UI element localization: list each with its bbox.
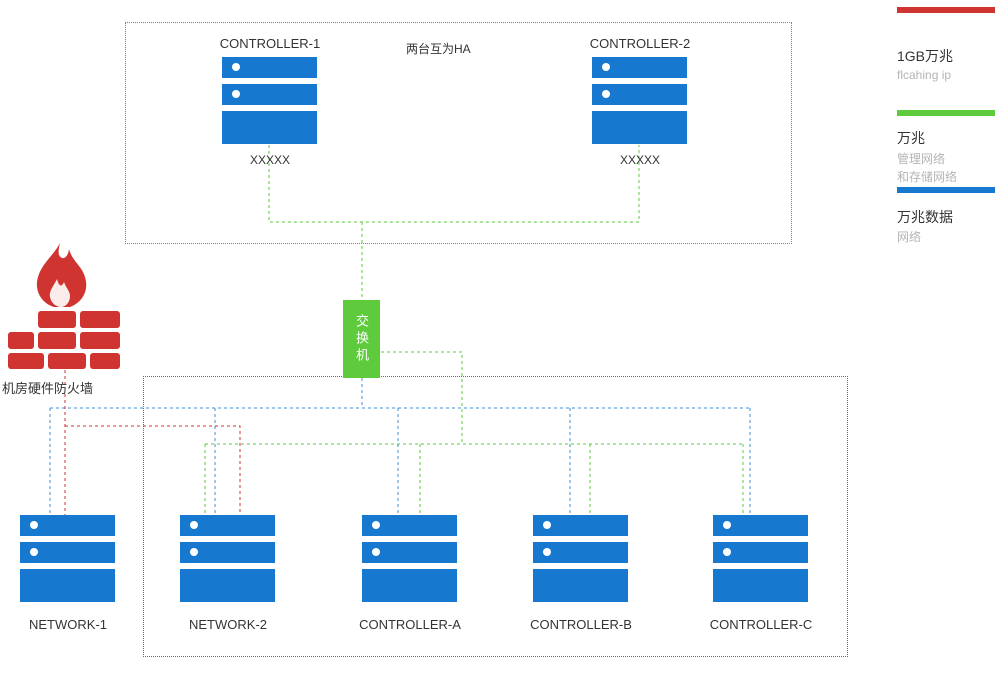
server-chassis bbox=[20, 569, 115, 602]
server-controller-c bbox=[713, 515, 808, 602]
server-network-2 bbox=[180, 515, 275, 602]
led-dot-icon bbox=[30, 521, 38, 529]
server-unit bbox=[20, 515, 115, 536]
server-label: CONTROLLER-1 bbox=[219, 36, 321, 51]
server-label: CONTROLLER-2 bbox=[589, 36, 691, 51]
led-dot-icon bbox=[723, 521, 731, 529]
server-network-1 bbox=[20, 515, 115, 602]
server-unit bbox=[362, 542, 457, 563]
server-label: NETWORK-2 bbox=[189, 617, 267, 632]
legend-swatch-red bbox=[897, 7, 995, 13]
server-unit bbox=[20, 542, 115, 563]
server-unit bbox=[713, 515, 808, 536]
ha-note: 两台互为HA bbox=[406, 42, 471, 56]
led-dot-icon bbox=[372, 548, 380, 556]
server-label: CONTROLLER-C bbox=[709, 617, 813, 632]
server-unit bbox=[533, 515, 628, 536]
server-chassis bbox=[713, 569, 808, 602]
led-dot-icon bbox=[602, 90, 610, 98]
server-unit bbox=[222, 57, 317, 78]
legend-swatch-green bbox=[897, 110, 995, 116]
server-controller-a bbox=[362, 515, 457, 602]
server-unit bbox=[222, 84, 317, 105]
led-dot-icon bbox=[602, 63, 610, 71]
firewall-label: 机房硬件防火墙 bbox=[2, 381, 94, 396]
server-controller-1 bbox=[222, 57, 317, 144]
cluster-group-box bbox=[143, 376, 848, 657]
legend-title: 万兆数据 bbox=[897, 209, 953, 225]
server-unit bbox=[592, 84, 687, 105]
led-dot-icon bbox=[543, 521, 551, 529]
switch-node: 交换机 bbox=[343, 300, 380, 378]
server-controller-2 bbox=[592, 57, 687, 144]
legend-line: 和存储网络 bbox=[897, 170, 958, 184]
led-dot-icon bbox=[190, 548, 198, 556]
legend-line: 管理网络 bbox=[897, 152, 946, 166]
led-dot-icon bbox=[232, 90, 240, 98]
ha-group-box bbox=[125, 22, 792, 244]
led-dot-icon bbox=[190, 521, 198, 529]
server-label: CONTROLLER-A bbox=[359, 617, 461, 632]
server-unit bbox=[533, 542, 628, 563]
legend-title: 1GB万兆 bbox=[897, 48, 954, 64]
server-label: CONTROLLER-B bbox=[530, 617, 632, 632]
led-dot-icon bbox=[543, 548, 551, 556]
legend-line: flcahing ip bbox=[897, 68, 952, 82]
server-chassis bbox=[592, 111, 687, 144]
server-chassis bbox=[362, 569, 457, 602]
server-unit bbox=[592, 57, 687, 78]
led-dot-icon bbox=[30, 548, 38, 556]
server-unit bbox=[362, 515, 457, 536]
server-sublabel: XXXXX bbox=[249, 153, 291, 167]
firewall-flame-brick-icon bbox=[8, 243, 120, 369]
legend: 1GB万兆 flcahing ip 万兆 管理网络 和存储网络 万兆数据 网络 bbox=[897, 0, 995, 260]
legend-line: 网络 bbox=[897, 230, 922, 244]
server-unit bbox=[713, 542, 808, 563]
legend-swatch-blue bbox=[897, 187, 995, 193]
server-unit bbox=[180, 515, 275, 536]
server-sublabel: XXXXX bbox=[619, 153, 661, 167]
led-dot-icon bbox=[232, 63, 240, 71]
server-chassis bbox=[222, 111, 317, 144]
led-dot-icon bbox=[723, 548, 731, 556]
led-dot-icon bbox=[372, 521, 380, 529]
server-chassis bbox=[533, 569, 628, 602]
server-chassis bbox=[180, 569, 275, 602]
server-label: NETWORK-1 bbox=[29, 617, 107, 632]
server-unit bbox=[180, 542, 275, 563]
server-controller-b bbox=[533, 515, 628, 602]
legend-title: 万兆 bbox=[897, 130, 925, 146]
